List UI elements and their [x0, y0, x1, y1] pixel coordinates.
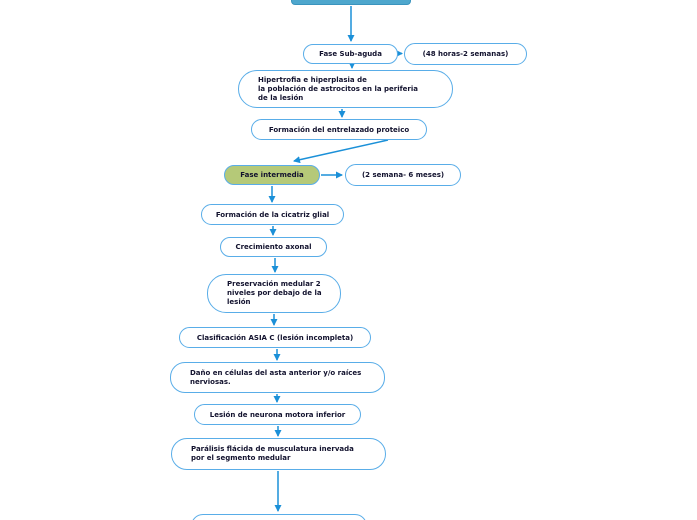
node-label-line: la población de astrocitos en la perifer… — [258, 84, 418, 93]
node-label: Formación de la cicatriz glial — [215, 210, 330, 219]
node-hipertrofia-astrocitos[interactable]: Hipertrofia e hiperplasia de la població… — [238, 70, 453, 108]
node-label: Crecimiento axonal — [235, 243, 312, 251]
node-cicatriz-glial[interactable]: Formación de la cicatriz glial — [201, 204, 344, 225]
node-label-line: por el segmento medular — [191, 454, 291, 462]
node-paralisis-flacida[interactable]: Parálisis flácida de musculatura inervad… — [171, 438, 386, 470]
node-fase-intermedia[interactable]: Fase intermedia — [224, 165, 320, 185]
node-fase-sub-aguda[interactable]: Fase Sub-aguda — [303, 44, 398, 64]
node-duracion-subaguda[interactable]: (48 horas-2 semanas) — [404, 43, 527, 65]
node-label: Clasificación ASIA C (lesión incompleta) — [196, 333, 354, 342]
connector-entrelazado-to-intermedia — [293, 139, 389, 164]
node-label-line: Preservación medular 2 — [227, 280, 321, 288]
node-dano-celulas[interactable]: Daño en células del asta anterior y/o ra… — [170, 362, 385, 393]
node-label-line: lesión — [227, 298, 251, 306]
node-label-line: Parálisis flácida de musculatura inervad… — [191, 445, 354, 453]
node-lesion-neurona-motora[interactable]: Lesión de neurona motora inferior — [194, 404, 361, 425]
node-crecimiento-axonal[interactable]: Crecimiento axonal — [220, 237, 327, 257]
node-inferior-parcial[interactable] — [191, 514, 367, 520]
node-duracion-intermedia[interactable]: (2 semana- 6 meses) — [345, 164, 461, 186]
node-label: (48 horas-2 semanas) — [422, 50, 509, 58]
node-entrelazado-proteico[interactable]: Formación del entrelazado proteico — [251, 119, 427, 140]
node-label-line: Hipertrofia e hiperplasia de — [258, 75, 367, 84]
phase-header-bar[interactable] — [291, 0, 411, 5]
node-clasificacion-asia[interactable]: Clasificación ASIA C (lesión incompleta) — [179, 327, 371, 348]
node-label: Fase Sub-aguda — [319, 50, 382, 58]
node-label: Lesión de neurona motora inferior — [209, 410, 346, 419]
node-label: Formación del entrelazado proteico — [268, 125, 410, 134]
node-label-line: Daño en células del asta anterior y/o ra… — [190, 368, 362, 377]
node-label: (2 semana- 6 meses) — [361, 171, 445, 179]
node-preservacion-medular[interactable]: Preservación medular 2 niveles por debaj… — [207, 274, 341, 313]
node-label-line: nerviosas. — [190, 377, 231, 386]
node-label-line: de la lesión — [258, 93, 304, 102]
node-label: Fase intermedia — [240, 171, 304, 179]
node-label-line: niveles por debajo de la — [227, 289, 322, 297]
